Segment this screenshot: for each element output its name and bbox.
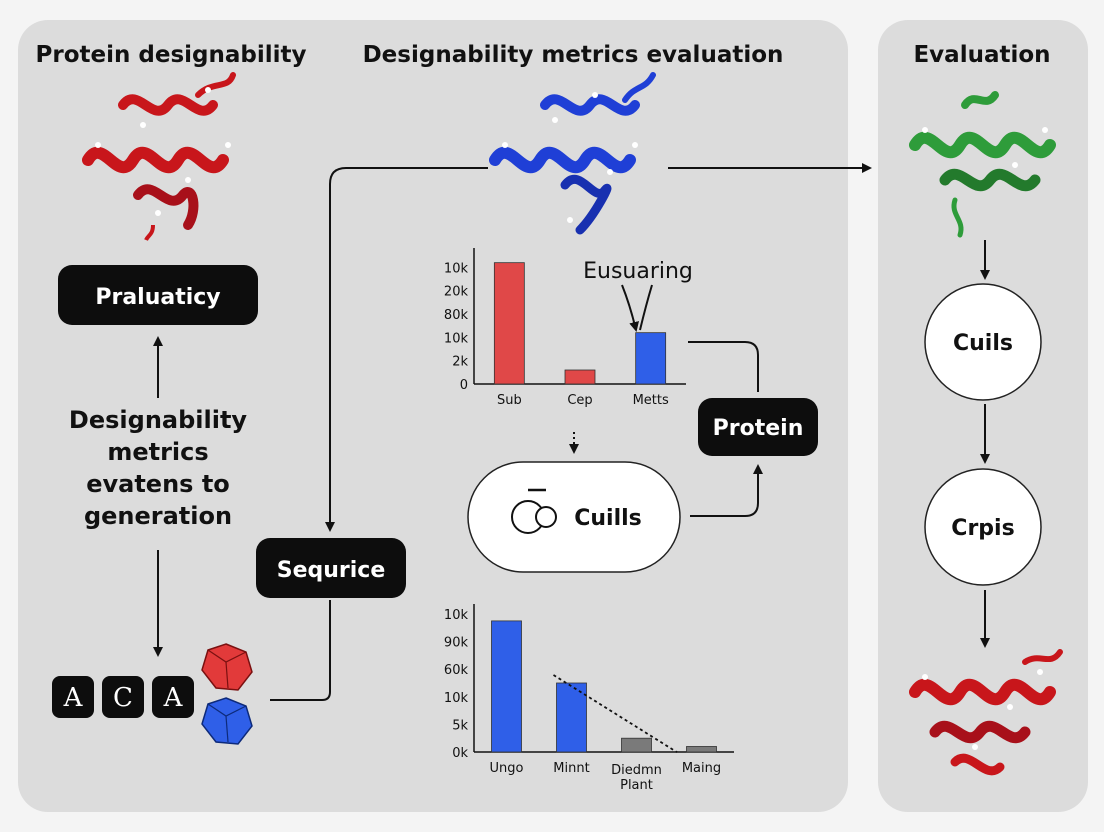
- y-tick-label: 20k: [444, 285, 469, 300]
- middle-title: Designability metrics evaluation: [363, 42, 784, 68]
- cuils-label: Cuils: [953, 331, 1013, 356]
- trend-line: [553, 674, 678, 753]
- evaluation-panel: [878, 20, 1088, 812]
- letter-a-1: A: [63, 683, 84, 713]
- connector-line: [270, 600, 331, 701]
- connector-line: [688, 341, 759, 392]
- y-tick-label: 2k: [452, 355, 468, 370]
- red-protein-structure-icon: [82, 72, 236, 241]
- main-panel: [18, 20, 848, 812]
- arrow-icon: [690, 464, 763, 517]
- y-tick-label: 10k: [444, 608, 469, 623]
- bar: [491, 620, 522, 753]
- y-tick-label: 60k: [444, 663, 469, 678]
- target-icon: [511, 488, 557, 534]
- y-tick-label: 80k: [444, 308, 469, 323]
- letter-box: [102, 676, 144, 718]
- praluaticy-label: Praluaticy: [95, 285, 220, 310]
- chart-annotation: Eusuaring: [583, 259, 693, 284]
- red-crystal-icon: [201, 643, 253, 691]
- y-tick-label: 10k: [444, 261, 469, 276]
- description-line-4: generation: [84, 502, 232, 530]
- bar: [686, 746, 717, 753]
- x-tick-label: Cep: [567, 393, 592, 408]
- right-title: Evaluation: [913, 42, 1050, 68]
- red-protein-bottom-structure-icon: [909, 649, 1063, 776]
- y-tick-label: 5k: [452, 718, 468, 733]
- crpis-label: Crpis: [951, 516, 1014, 541]
- bar: [564, 369, 596, 385]
- y-tick-label: 0: [460, 378, 468, 393]
- letter-a-2: A: [163, 683, 184, 713]
- letter-box: [152, 676, 194, 718]
- sequrice-label: Sequrice: [277, 558, 386, 583]
- y-tick-label: 10k: [444, 331, 469, 346]
- description-line-2: metrics: [107, 438, 208, 466]
- green-protein-structure-icon: [909, 91, 1056, 238]
- y-tick-label: 90k: [444, 636, 469, 651]
- bar: [635, 332, 667, 385]
- bar: [556, 682, 587, 753]
- x-tick-label: Metts: [633, 393, 669, 408]
- cuills-label: Cuills: [574, 506, 642, 531]
- left-title: Protein designability: [36, 42, 307, 68]
- cuils-node: [924, 283, 1042, 401]
- x-tick-label: Diedmn: [611, 763, 662, 778]
- praluaticy-box: [58, 265, 258, 325]
- blue-protein-structure-icon: [489, 72, 656, 235]
- bar: [621, 737, 652, 753]
- protein-label: Protein: [713, 416, 804, 441]
- description-line-1: Designability: [69, 406, 248, 434]
- blue-crystal-icon: [201, 697, 253, 745]
- x-tick-label: Sub: [497, 393, 522, 408]
- protein-box: [698, 398, 818, 456]
- bar: [493, 262, 525, 385]
- y-tick-label: 0k: [452, 746, 468, 761]
- x-tick-label: Minnt: [553, 761, 589, 776]
- y-tick-label: 10k: [444, 691, 469, 706]
- description-line-3: evatens to: [86, 470, 230, 498]
- letter-c: C: [113, 683, 133, 713]
- x-tick-label: Ungo: [490, 761, 524, 776]
- arrow-icon: [621, 284, 639, 332]
- arrow-icon: [325, 167, 488, 532]
- x-tick-label: Maing: [682, 761, 721, 776]
- letter-box: [52, 676, 94, 718]
- crpis-node: [924, 468, 1042, 586]
- sequrice-box: [256, 538, 406, 598]
- x-tick-label: Plant: [620, 778, 653, 793]
- cuills-node: [467, 461, 681, 573]
- arrow-icon: [639, 284, 653, 331]
